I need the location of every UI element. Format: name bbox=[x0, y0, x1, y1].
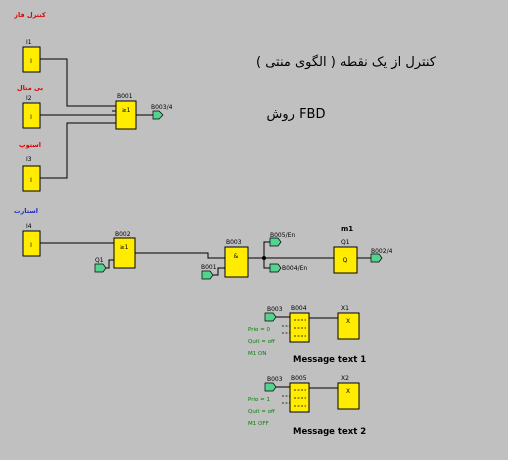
feedback-q1-connector[interactable] bbox=[94, 263, 107, 273]
msg2-output-symbol: X bbox=[346, 388, 350, 395]
msg2-block-name: B005 bbox=[291, 375, 307, 382]
feedback-b001-label: B001 bbox=[201, 264, 217, 271]
input-symbol-1: I bbox=[30, 58, 32, 65]
msg1-mode: M1 ON bbox=[248, 351, 266, 357]
msg2-input-label: B003 bbox=[267, 376, 283, 383]
msg1-output-block[interactable] bbox=[337, 312, 360, 340]
input-symbol-3: I bbox=[30, 177, 32, 184]
connector-b002-4-label: B002/4 bbox=[371, 248, 393, 255]
block-b003[interactable] bbox=[224, 246, 249, 278]
diagram-subtitle: روش FBD bbox=[267, 107, 326, 122]
msg1-output-symbol: X bbox=[346, 318, 350, 325]
wire-b002-b003 bbox=[135, 252, 225, 259]
msg1-input-label: B003 bbox=[267, 306, 283, 313]
msg1-input-connector[interactable] bbox=[264, 312, 277, 322]
input-symbol-4: I bbox=[30, 242, 32, 249]
wire-q1-b002 bbox=[106, 259, 114, 269]
block-b001-name: B001 bbox=[117, 93, 133, 100]
block-q1-symbol: Q bbox=[343, 257, 348, 264]
input-caption-4: استارت bbox=[14, 207, 38, 215]
connector-b005-en-label: B005/En bbox=[270, 232, 295, 239]
feedback-b001-connector[interactable] bbox=[201, 270, 214, 280]
wire-b003-en1 bbox=[263, 241, 270, 258]
input-address-1: I1 bbox=[26, 39, 32, 46]
msg2-output-block[interactable] bbox=[337, 382, 360, 410]
msg2-input-connector[interactable] bbox=[264, 382, 277, 392]
block-b002-symbol: ≥1 bbox=[120, 244, 129, 251]
msg1-output-name: X1 bbox=[341, 305, 349, 312]
input-caption-3: استوپ bbox=[19, 141, 41, 149]
connector-b003-4-label: B003/4 bbox=[151, 104, 173, 111]
connector-b003-4[interactable] bbox=[152, 110, 164, 120]
marker-m1: m1 bbox=[341, 225, 353, 233]
msg1-block[interactable] bbox=[289, 312, 310, 343]
block-b001[interactable] bbox=[115, 100, 137, 130]
input-address-4: I4 bbox=[26, 223, 32, 230]
wire-i3-b001 bbox=[40, 122, 116, 179]
input-caption-2: بی متال bbox=[17, 84, 43, 92]
msg1-prio: Prio = 0 bbox=[248, 327, 270, 333]
msg2-label: Message text 2 bbox=[293, 427, 366, 437]
msg1-block-name: B004 bbox=[291, 305, 307, 312]
wire-b003-en2 bbox=[263, 258, 270, 269]
wire-i1-b001 bbox=[40, 58, 116, 107]
block-b003-symbol: & bbox=[234, 253, 239, 260]
block-b002-name: B002 bbox=[115, 231, 131, 238]
input-symbol-2: I bbox=[30, 114, 32, 121]
connector-b004-en-label: B004/En bbox=[282, 265, 307, 272]
msg2-quit: Quit = off bbox=[248, 409, 275, 415]
connector-b005-en[interactable] bbox=[269, 237, 282, 247]
msg2-block[interactable] bbox=[289, 382, 310, 413]
block-q1-name: Q1 bbox=[341, 239, 350, 246]
input-address-2: I2 bbox=[26, 95, 32, 102]
feedback-q1-label: Q1 bbox=[95, 257, 104, 264]
block-b003-name: B003 bbox=[226, 239, 242, 246]
wire-b001-b003 bbox=[213, 267, 225, 276]
block-b002[interactable] bbox=[113, 237, 136, 269]
msg2-mode: M1 OFF bbox=[248, 421, 269, 427]
msg2-output-name: X2 bbox=[341, 375, 349, 382]
connector-b004-en[interactable] bbox=[269, 263, 282, 273]
connector-b002-4[interactable] bbox=[370, 253, 383, 263]
msg1-quit: Quit = off bbox=[248, 339, 275, 345]
msg1-label: Message text 1 bbox=[293, 355, 366, 365]
input-address-3: I3 bbox=[26, 156, 32, 163]
msg2-prio: Prio = 1 bbox=[248, 397, 270, 403]
input-caption-1: کنترل فاز bbox=[13, 11, 46, 19]
diagram-title: کنترل از یک نقطه ( الگوی منتی ) bbox=[256, 54, 437, 70]
block-b001-symbol: ≥1 bbox=[122, 107, 131, 114]
block-q1[interactable] bbox=[333, 246, 358, 274]
